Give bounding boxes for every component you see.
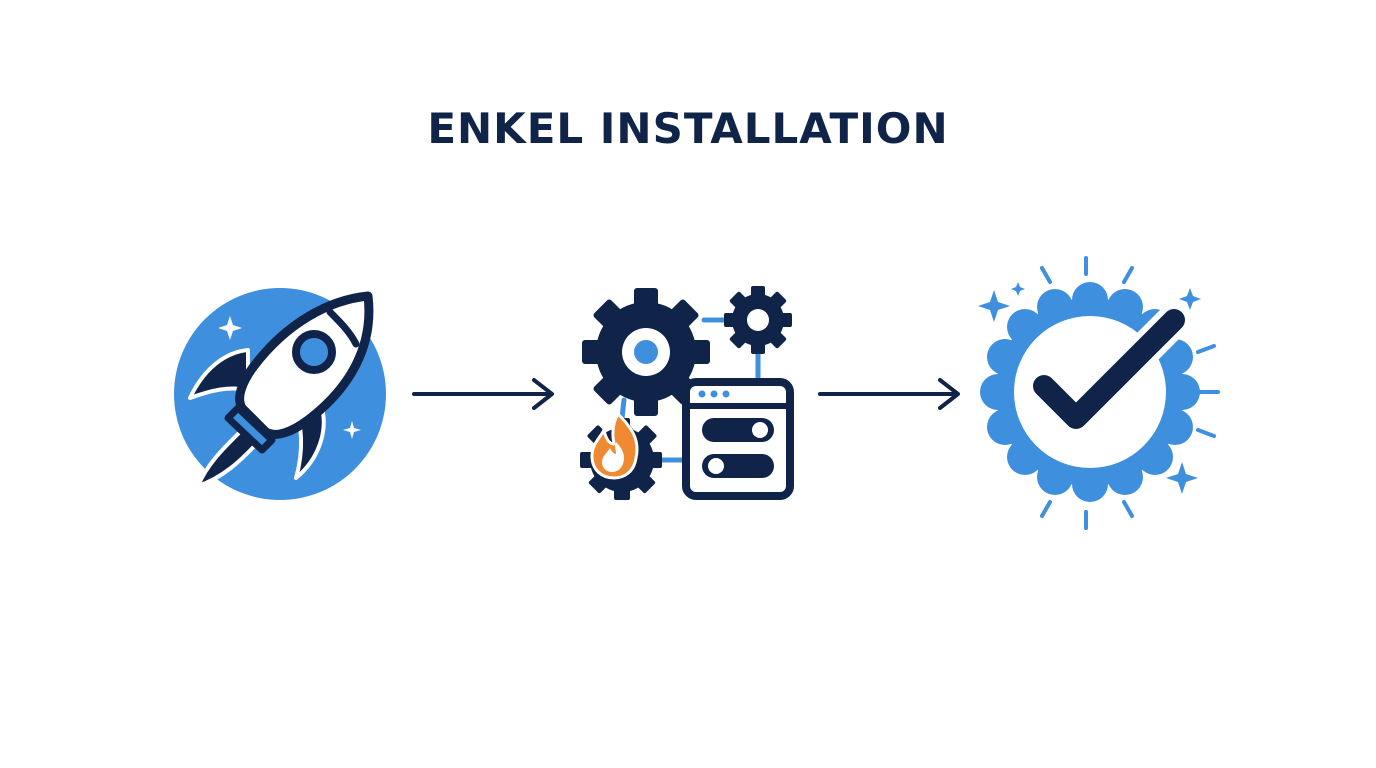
small-gear-icon (724, 286, 792, 354)
sparkle-icon (1179, 288, 1201, 310)
sparkle-icon (1011, 282, 1025, 296)
connector-arrow-2 (816, 376, 966, 412)
sparkle-icon (978, 290, 1010, 322)
gears-and-server-icon (580, 286, 794, 500)
sparkle-icon (1166, 462, 1198, 494)
checkmark-icon (1033, 309, 1185, 429)
step-launch (168, 282, 398, 504)
arrow-right-icon (412, 378, 554, 410)
connector-arrow-1 (410, 376, 560, 412)
verified-checkmark-badge-icon (978, 256, 1220, 530)
rays-icon (1040, 256, 1220, 530)
arrow-right-icon (818, 378, 960, 410)
gear-with-flame-icon (580, 412, 662, 500)
server-window-icon (682, 378, 794, 500)
step-complete (974, 250, 1238, 540)
diagram-title: ENKEL INSTALLATION (427, 104, 949, 153)
step-configure (574, 282, 800, 502)
rocket-launch-icon (174, 288, 386, 500)
large-gear-icon (582, 288, 710, 416)
